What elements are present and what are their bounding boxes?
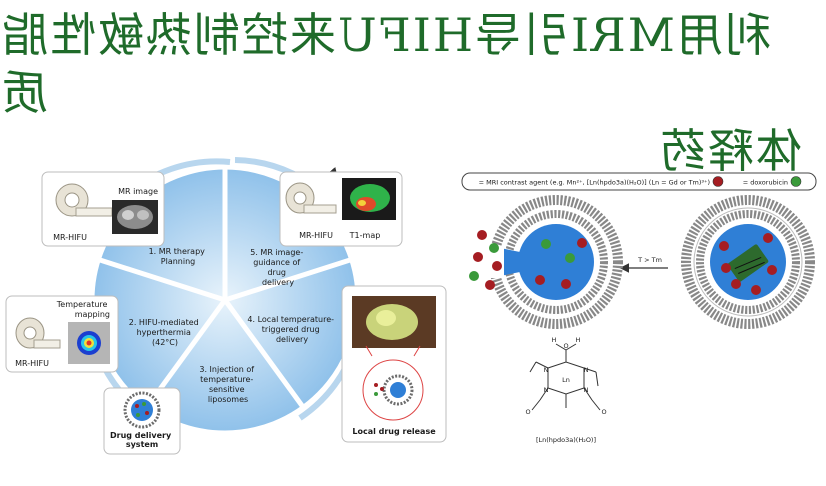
temperature-mapping-title: Temperature mapping xyxy=(56,300,110,319)
local-release-caption: Local drug release xyxy=(352,427,436,436)
mri-scanner-icon xyxy=(55,183,113,217)
svg-text:O: O xyxy=(563,342,568,350)
legend-box: = doxorubicin = MRI contrast agent (e.g.… xyxy=(461,172,817,191)
doxorubicin-swatch xyxy=(790,176,802,187)
step-4-label: 4. Local temperature- triggered drug del… xyxy=(247,315,336,344)
chemical-structure xyxy=(529,343,601,411)
doxorubicin-crystal xyxy=(727,244,769,282)
step-3-label: 3. Injection of temperature- sensitive l… xyxy=(199,365,256,404)
step-2-label: 2. HIFU-mediated hyperthermia (42°C) xyxy=(129,318,202,347)
legend-mri-agent: = MRI contrast agent (e.g. Mn²⁺, [Ln(hpd… xyxy=(479,179,710,187)
svg-text:Ln: Ln xyxy=(562,376,570,384)
temperature-mapping-caption: MR-HIFU xyxy=(15,359,49,368)
liposome-releasing-icon xyxy=(374,374,414,406)
liposome-intact xyxy=(681,195,815,329)
mr-image-caption: MR-HIFU xyxy=(53,233,87,242)
liposome-icon xyxy=(123,391,161,429)
panel-drug-delivery-system: Drug delivery system xyxy=(103,387,181,455)
mri-agent-swatch xyxy=(712,176,724,187)
heating-transition-arrow: T > Tm xyxy=(619,256,668,273)
t1-map-caption: T1-map xyxy=(349,231,381,240)
svg-text:O: O xyxy=(601,408,606,416)
transition-label: T > Tm xyxy=(637,256,662,264)
chemical-atom-labels: H O H N N N N Ln O O xyxy=(525,336,606,416)
panel-temperature-mapping: Temperature mapping MR-HIFU xyxy=(5,295,119,373)
step-1-label: 1. MR therapy Planning xyxy=(149,247,208,266)
mr-image-title: MR image xyxy=(118,187,158,196)
svg-text:O: O xyxy=(525,408,530,416)
panel-local-drug-release: Local drug release xyxy=(341,285,447,443)
chemical-formula: [Ln(hpdo3a)(H₂O)] xyxy=(536,436,596,444)
svg-text:N: N xyxy=(544,386,549,394)
mri-scanner-icon xyxy=(15,317,61,349)
svg-text:N: N xyxy=(544,366,549,374)
svg-text:N: N xyxy=(584,366,589,374)
legend-doxorubicin: = doxorubicin xyxy=(743,179,788,187)
panel-mr-image: MR image MR-HIFU xyxy=(41,171,165,247)
drug-delivery-caption: Drug delivery system xyxy=(110,431,174,449)
step-5-label: 5. MR image- guidance of drug delivery xyxy=(250,248,306,287)
svg-text:N: N xyxy=(584,386,589,394)
liposome-releasing xyxy=(469,195,623,329)
panel-t1-map: T1-map MR-HIFU xyxy=(279,171,403,247)
svg-text:H: H xyxy=(576,336,581,344)
t1-map-mrhifu-caption: MR-HIFU xyxy=(299,231,333,240)
mri-scanner-icon xyxy=(285,182,337,214)
released-molecules xyxy=(469,230,502,290)
svg-text:H: H xyxy=(552,336,557,344)
